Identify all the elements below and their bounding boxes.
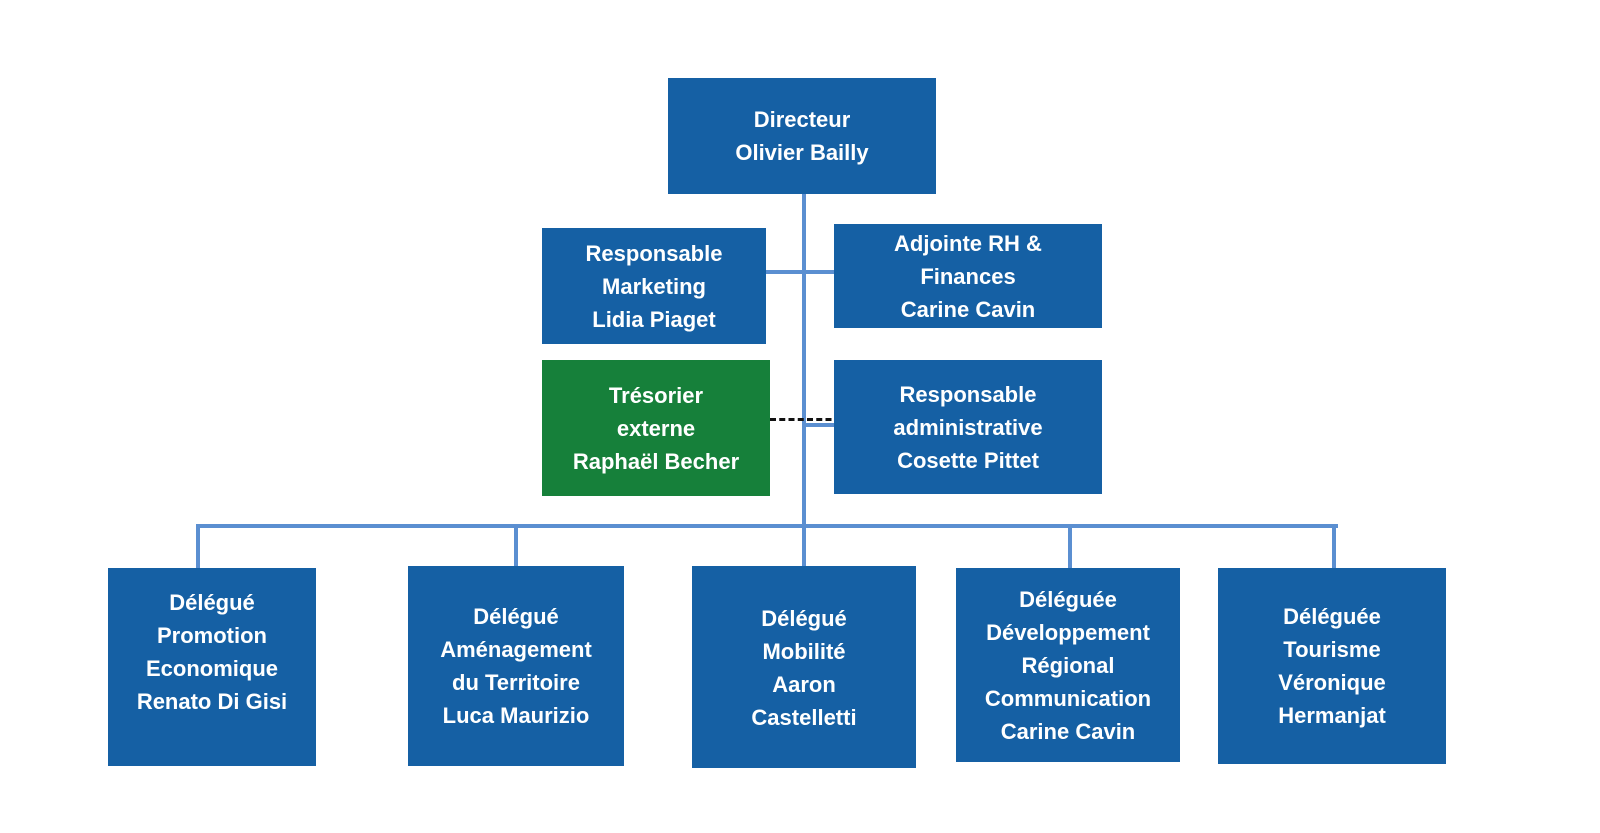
treasurer-box: Trésorier externe Raphaël Becher bbox=[542, 360, 770, 496]
box-line: Aménagement bbox=[440, 637, 592, 662]
box-line: externe bbox=[616, 415, 696, 441]
director-name: Olivier Bailly bbox=[735, 140, 869, 165]
connector-marketing-hr bbox=[766, 270, 834, 274]
box-line: du Territoire bbox=[452, 670, 580, 695]
box-line: administrative bbox=[893, 414, 1043, 440]
box-line: Luca Maurizio bbox=[442, 703, 590, 728]
connector-delegate-5 bbox=[1332, 524, 1336, 568]
delegate-box-developpement: Déléguée Développement Régional Communic… bbox=[956, 568, 1180, 762]
box-line: Délégué bbox=[761, 606, 847, 631]
delegate-box-amenagement: Délégué Aménagement du Territoire Luca M… bbox=[408, 566, 624, 766]
box-line: Délégué bbox=[169, 590, 255, 615]
box-line: Economique bbox=[145, 656, 278, 681]
box-line: Lidia Piaget bbox=[592, 306, 716, 332]
box-line: Déléguée bbox=[1283, 604, 1381, 629]
box-line: Déléguée bbox=[1019, 586, 1117, 612]
connector-director-trunk bbox=[802, 192, 806, 568]
box-line: Trésorier bbox=[608, 382, 704, 408]
delegate-box-tourisme: Déléguée Tourisme Véronique Hermanjat bbox=[1218, 568, 1446, 764]
connector-delegates-bus bbox=[196, 524, 1338, 528]
box-line: Carine Cavin bbox=[900, 296, 1036, 322]
dashed-link-treasurer bbox=[770, 418, 850, 421]
box-line: Tourisme bbox=[1283, 637, 1381, 662]
connector-delegate-1 bbox=[196, 524, 200, 568]
box-line: Marketing bbox=[602, 273, 706, 299]
box-line: Renato Di Gisi bbox=[136, 689, 288, 714]
director-box: Directeur Olivier Bailly bbox=[668, 78, 936, 194]
box-line: Cosette Pittet bbox=[897, 447, 1039, 473]
box-line: Responsable bbox=[899, 381, 1037, 407]
box-line: Véronique bbox=[1278, 670, 1386, 695]
box-line: Carine Cavin bbox=[1000, 718, 1136, 744]
box-line: Hermanjat bbox=[1278, 703, 1386, 728]
box-line: Aaron bbox=[772, 672, 836, 697]
director-title: Directeur bbox=[753, 107, 851, 132]
box-line: Développement bbox=[986, 619, 1150, 645]
box-line: Castelletti bbox=[751, 705, 857, 730]
delegate-box-mobilite: Délégué Mobilité Aaron Castelletti bbox=[692, 566, 916, 768]
box-line: Régional bbox=[1021, 652, 1115, 678]
box-line: Raphaël Becher bbox=[572, 448, 740, 474]
connector-admin bbox=[804, 423, 834, 427]
delegate-box-promotion: Délégué Promotion Economique Renato Di G… bbox=[108, 568, 316, 766]
connector-delegate-2 bbox=[514, 524, 518, 566]
connector-delegate-4 bbox=[1068, 524, 1072, 568]
box-line: Mobilité bbox=[762, 639, 846, 664]
hr-finance-box: Adjointe RH & Finances Carine Cavin bbox=[834, 224, 1102, 328]
box-line: Responsable bbox=[585, 240, 723, 266]
box-line: Communication bbox=[984, 685, 1152, 711]
admin-box: Responsable administrative Cosette Pitte… bbox=[834, 360, 1102, 494]
box-line: Finances bbox=[920, 263, 1016, 289]
box-line: Promotion bbox=[157, 623, 267, 648]
marketing-box: Responsable Marketing Lidia Piaget bbox=[542, 228, 766, 344]
box-line: Délégué bbox=[473, 604, 559, 629]
box-line: Adjointe RH & bbox=[894, 230, 1042, 256]
